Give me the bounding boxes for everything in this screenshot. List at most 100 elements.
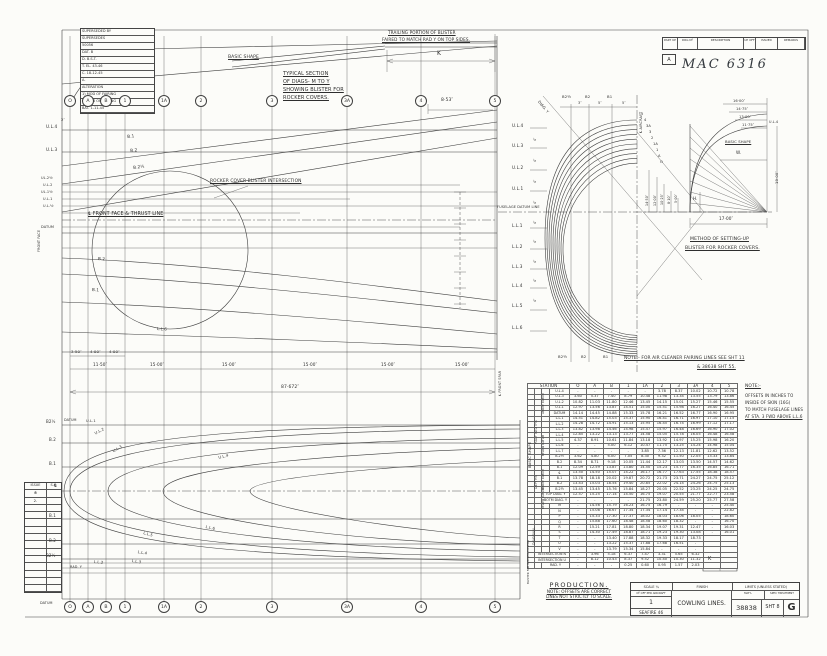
issue-cell bbox=[25, 585, 47, 592]
section-tick-4in-4: 4″ bbox=[533, 200, 537, 204]
station-circle-2-top: 2 bbox=[195, 95, 207, 107]
line bbox=[61, 331, 498, 350]
table-side-blister: BLISTER FOR ROCKER COVERS bbox=[526, 540, 530, 584]
production-title: PRODUCTION. bbox=[549, 581, 609, 589]
offsets-note-line1: OFFSETS IN INCHES TO bbox=[745, 393, 794, 398]
station-circle-4-top: 4 bbox=[415, 95, 427, 107]
fan-dim-12-00: 12·00″ bbox=[653, 194, 657, 206]
offsets-cell: - bbox=[569, 562, 587, 569]
issue-cell bbox=[47, 505, 61, 511]
stamp-row: 2) MOD OF FAIRING bbox=[81, 99, 154, 106]
stamp-row: D. B.S.T. bbox=[81, 57, 154, 64]
section-curve-3a: 3A bbox=[646, 124, 651, 128]
section-curve-1a: 1A bbox=[653, 142, 658, 146]
dim-3-50: 3·50″ bbox=[71, 349, 82, 354]
issue-cell bbox=[47, 490, 61, 496]
station-circle-2-bottom: 2 bbox=[195, 601, 207, 613]
issue-cell bbox=[25, 541, 47, 548]
stamp-row: T. EL. 43-46 bbox=[81, 64, 154, 71]
section-ul1-label: U.L.1 bbox=[512, 186, 524, 191]
line bbox=[69, 428, 521, 558]
line bbox=[62, 29, 809, 617]
dim-15-00e: 15·00″ bbox=[455, 362, 470, 367]
issue-cell bbox=[25, 548, 47, 555]
stamp-row: 1) MOD OF FAIRING bbox=[81, 92, 154, 99]
line bbox=[61, 137, 498, 213]
offsets-cell: 0.95 bbox=[653, 562, 671, 569]
material-label: MAT'L bbox=[732, 591, 765, 599]
station-circle-B-bottom: B bbox=[100, 601, 112, 613]
issue-cell bbox=[47, 498, 61, 504]
stamp-row: C. 18-12-45 bbox=[81, 71, 154, 78]
section-tick-4in-2: 4″ bbox=[533, 158, 537, 162]
line bbox=[689, 191, 768, 213]
revision-letter-box: A bbox=[662, 54, 676, 65]
dim-87-672: 87·672″ bbox=[281, 385, 300, 390]
section-curve-3: 3 bbox=[649, 130, 652, 134]
issue-cell bbox=[47, 519, 61, 525]
line bbox=[548, 129, 638, 352]
section-dim-5b: 5″ bbox=[622, 101, 626, 105]
bv-datum-bottom: DATUM bbox=[40, 601, 53, 605]
offsets-cell: - bbox=[602, 562, 621, 569]
fan-basic-shape-label: BASIC SHAPE bbox=[725, 139, 752, 144]
fan-dim-11-75: 11·75″ bbox=[742, 123, 755, 127]
k-dim-label: K bbox=[437, 50, 442, 57]
station-circle-1-top: 1 bbox=[119, 95, 131, 107]
section-curve-4: 4 bbox=[644, 118, 647, 122]
fan-caption-line2: BLISTER FOR ROCKER COVERS. bbox=[685, 246, 760, 251]
line bbox=[689, 180, 768, 213]
dim-15-00a: 15·00″ bbox=[150, 362, 165, 367]
dim-15-00d: 15·00″ bbox=[381, 362, 396, 367]
line bbox=[636, 211, 705, 297]
section-ul2-label: U.L.2 bbox=[512, 165, 524, 170]
offsets-note-line2: INSIDE OF SKIN (16G) bbox=[745, 400, 791, 405]
title-block: SCALE ¼ FINISH LIMITS (UNLESS STATED) Nº… bbox=[630, 582, 800, 617]
typical-section-note-line1: TYPICAL SECTION bbox=[283, 71, 329, 77]
section-tick-4in-5: 4″ bbox=[533, 220, 537, 224]
ulh-label-left: U.L.½ bbox=[43, 204, 54, 208]
station-circle-1A-bottom: 1A bbox=[158, 601, 170, 613]
station-circle-A-bottom: A bbox=[82, 601, 94, 613]
issue-cell bbox=[25, 519, 47, 526]
section-curve-1: 1 bbox=[656, 148, 659, 152]
line bbox=[560, 158, 638, 338]
line bbox=[61, 257, 498, 302]
issue-cell bbox=[25, 570, 47, 577]
line bbox=[63, 424, 521, 562]
issue-cell bbox=[25, 534, 47, 541]
fan-dim-14-50: 14·50″ bbox=[645, 194, 649, 206]
finish-cell: FINISH bbox=[673, 583, 733, 590]
line bbox=[689, 136, 768, 213]
issue-header: ISSUE bbox=[25, 483, 47, 490]
section-curve-2: 2 bbox=[651, 136, 654, 140]
line bbox=[61, 301, 498, 335]
drawing-number: 38838 bbox=[732, 600, 762, 617]
ul2h-label-left: UL.2½ bbox=[41, 176, 53, 180]
offsets-cell: 1.57 bbox=[669, 562, 688, 569]
section-b1-bottom: B1 bbox=[603, 354, 609, 359]
stamp-row: A. bbox=[81, 78, 154, 85]
table-side-diagonal: DIAGONAL bbox=[532, 526, 536, 545]
offsets-cell: 2.03 bbox=[686, 562, 705, 569]
ul4-label-left: U.L.4 bbox=[46, 124, 58, 129]
section-tick-4in-8: 4″ bbox=[533, 278, 537, 282]
station-circle-4-bottom: 4 bbox=[415, 601, 427, 613]
datum-label-left: DATUM bbox=[41, 225, 54, 229]
section-tick-4in-7: 4″ bbox=[533, 259, 537, 263]
bv-b2h-lower: B2½ bbox=[46, 553, 56, 558]
line bbox=[542, 95, 703, 281]
bv-datum-label: DATUM bbox=[64, 418, 77, 422]
stamp-row: SUPERSEDES bbox=[81, 36, 154, 43]
production-note-line2: LINES NOT STRICTLY TO SCALE. bbox=[545, 594, 613, 599]
line bbox=[556, 148, 638, 343]
revision-header: DESCRIPTION bbox=[698, 38, 744, 49]
line bbox=[61, 273, 498, 314]
offsets-cell: - bbox=[585, 562, 604, 569]
revision-header: ISSUED bbox=[756, 38, 778, 49]
section-ll2-label: L.L.2 bbox=[512, 244, 523, 249]
section-b2h-bottom: B2½ bbox=[558, 354, 568, 359]
dim-15-00b: 15·00″ bbox=[222, 362, 237, 367]
table-side-below-datum-1: BELOW DATUM bbox=[541, 434, 545, 456]
